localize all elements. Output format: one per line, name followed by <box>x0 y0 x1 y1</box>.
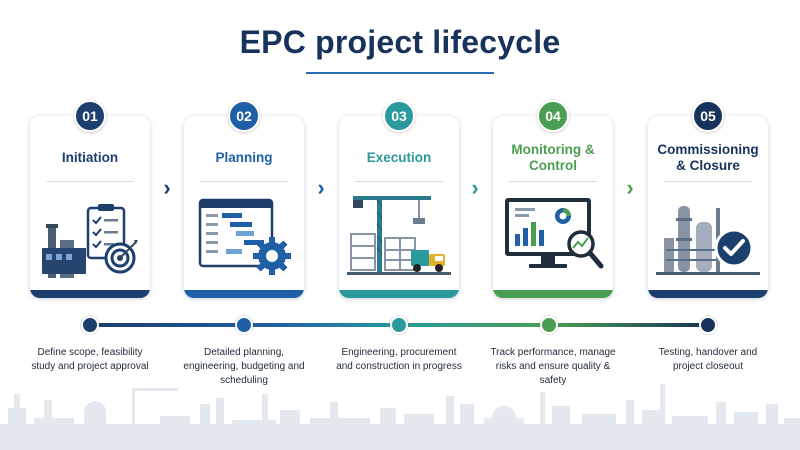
stage-name: Commissioning & Closure <box>657 142 759 173</box>
card-separator <box>200 181 288 182</box>
card-bottom-bar <box>339 290 459 298</box>
stage-description: Detailed planning, engineering, budgetin… <box>183 347 305 386</box>
timeline-node-04 <box>540 316 558 334</box>
card-separator <box>46 181 134 182</box>
plant-clipboard-target-icon <box>42 204 138 278</box>
stage-card-commissioning-closure: Commissioning & Closure <box>648 116 768 298</box>
step-badge-04: 04 <box>537 100 569 132</box>
stage-card-initiation: Initiation <box>30 116 150 298</box>
plant-checkmark-icon <box>656 206 760 275</box>
stage-name: Monitoring & Control <box>511 142 595 173</box>
step-badge-01: 01 <box>74 100 106 132</box>
stage-name: Planning <box>215 150 273 165</box>
timeline-node-01 <box>81 316 99 334</box>
card-separator <box>509 181 597 182</box>
page-title: EPC project lifecycle <box>239 24 561 60</box>
gantt-chart-gear-icon <box>198 198 291 275</box>
stage-description: Define scope, feasibility study and proj… <box>31 347 149 372</box>
card-bottom-bar <box>184 290 304 298</box>
card-bottom-bar <box>30 290 150 298</box>
card-bottom-bar <box>493 290 613 298</box>
title-underline <box>306 72 494 74</box>
monitor-dashboard-magnifier-icon <box>505 198 604 269</box>
stage-description: Track performance, manage risks and ensu… <box>490 347 616 386</box>
card-bottom-bar <box>648 290 768 298</box>
timeline-node-05 <box>699 316 717 334</box>
chevron-right-icon: › <box>471 175 479 200</box>
card-separator <box>355 181 443 182</box>
stage-description: Engineering, procurement and constructio… <box>336 347 462 372</box>
chevron-right-icon: › <box>163 175 171 200</box>
stage-description: Testing, handover and project closeout <box>658 347 758 372</box>
step-badge-03: 03 <box>383 100 415 132</box>
step-badge-02: 02 <box>228 100 260 132</box>
stage-name: Initiation <box>61 150 119 165</box>
chevron-right-icon: › <box>317 175 325 200</box>
timeline-node-03 <box>390 316 408 334</box>
stage-name: Execution <box>366 150 432 165</box>
card-separator <box>664 181 752 182</box>
stage-card-monitoring-control: Monitoring & Control <box>493 116 613 298</box>
step-badge-05: 05 <box>692 100 724 132</box>
crane-construction-truck-icon <box>347 196 451 275</box>
stage-card-planning: Planning <box>184 116 304 298</box>
chevron-right-icon: › <box>626 175 634 200</box>
stage-card-execution: Execution <box>339 116 459 298</box>
industrial-skyline-background <box>0 384 800 450</box>
timeline-node-02 <box>235 316 253 334</box>
